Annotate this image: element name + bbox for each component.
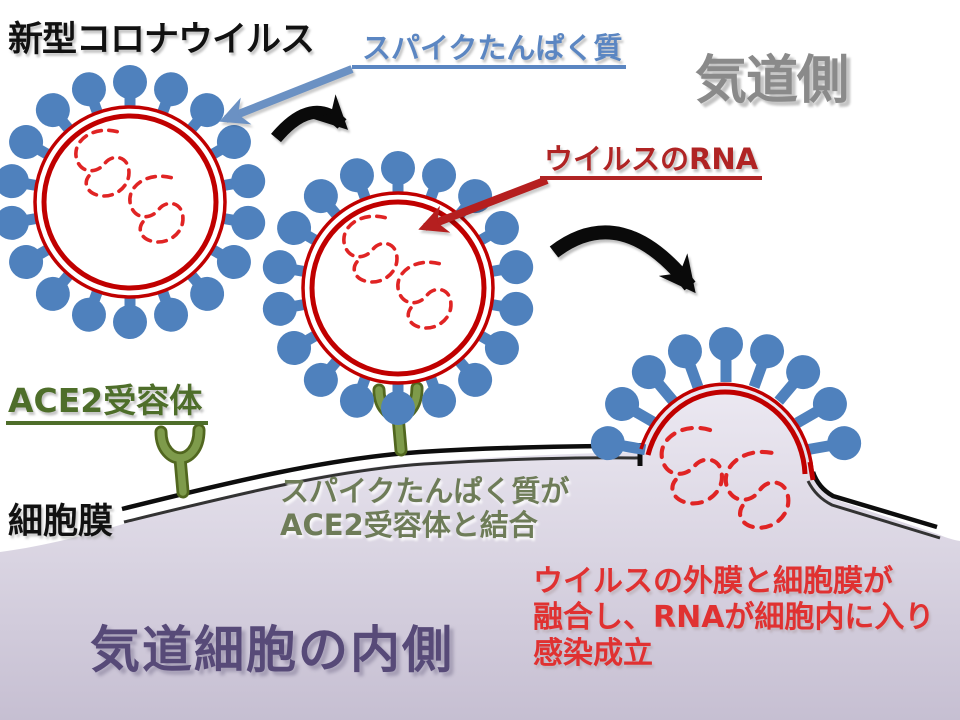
virus-rna-label: ウイルスのRNA [540,144,763,181]
ace2-receptor-label: ACE2受容体 [6,383,209,425]
binding-caption: スパイクたんぱく質が ACE2受容体と結合 [280,474,569,542]
binding-caption-line1: スパイクたんぱく質が [280,474,570,508]
rna-pointer-arrow-icon [418,176,549,233]
fusion-caption-line1: ウイルスの外膜と細胞膜が [533,564,893,599]
virus-name-label: 新型コロナウイルス [8,20,315,60]
binding-caption-line2: ACE2受容体と結合 [280,508,538,543]
spike-protein-label: スパイクたんぱく質 [352,33,627,70]
fusion-caption-line2: 融合し、RNAが細胞内に入り [533,600,935,635]
fusion-caption-line3: 感染成立 [533,636,653,671]
spike-pointer-arrow-icon [219,65,354,125]
airway-side-label: 気道側 [695,51,849,111]
ace2-receptor-free [161,430,199,492]
flow-arrows [271,94,696,294]
coronavirus-particle-2 [260,151,536,425]
inside-cell-label: 気道細胞の内側 [90,621,454,679]
flow-arrow-2-icon [549,225,696,294]
flow-arrow-1-icon [271,94,349,143]
cell-membrane-label: 細胞膜 [8,502,114,542]
fusing-virus-dome [588,327,864,481]
fusion-caption: ウイルスの外膜と細胞膜が 融合し、RNAが細胞内に入り 感染成立 [533,564,934,672]
coronavirus-particle-1 [0,65,268,339]
